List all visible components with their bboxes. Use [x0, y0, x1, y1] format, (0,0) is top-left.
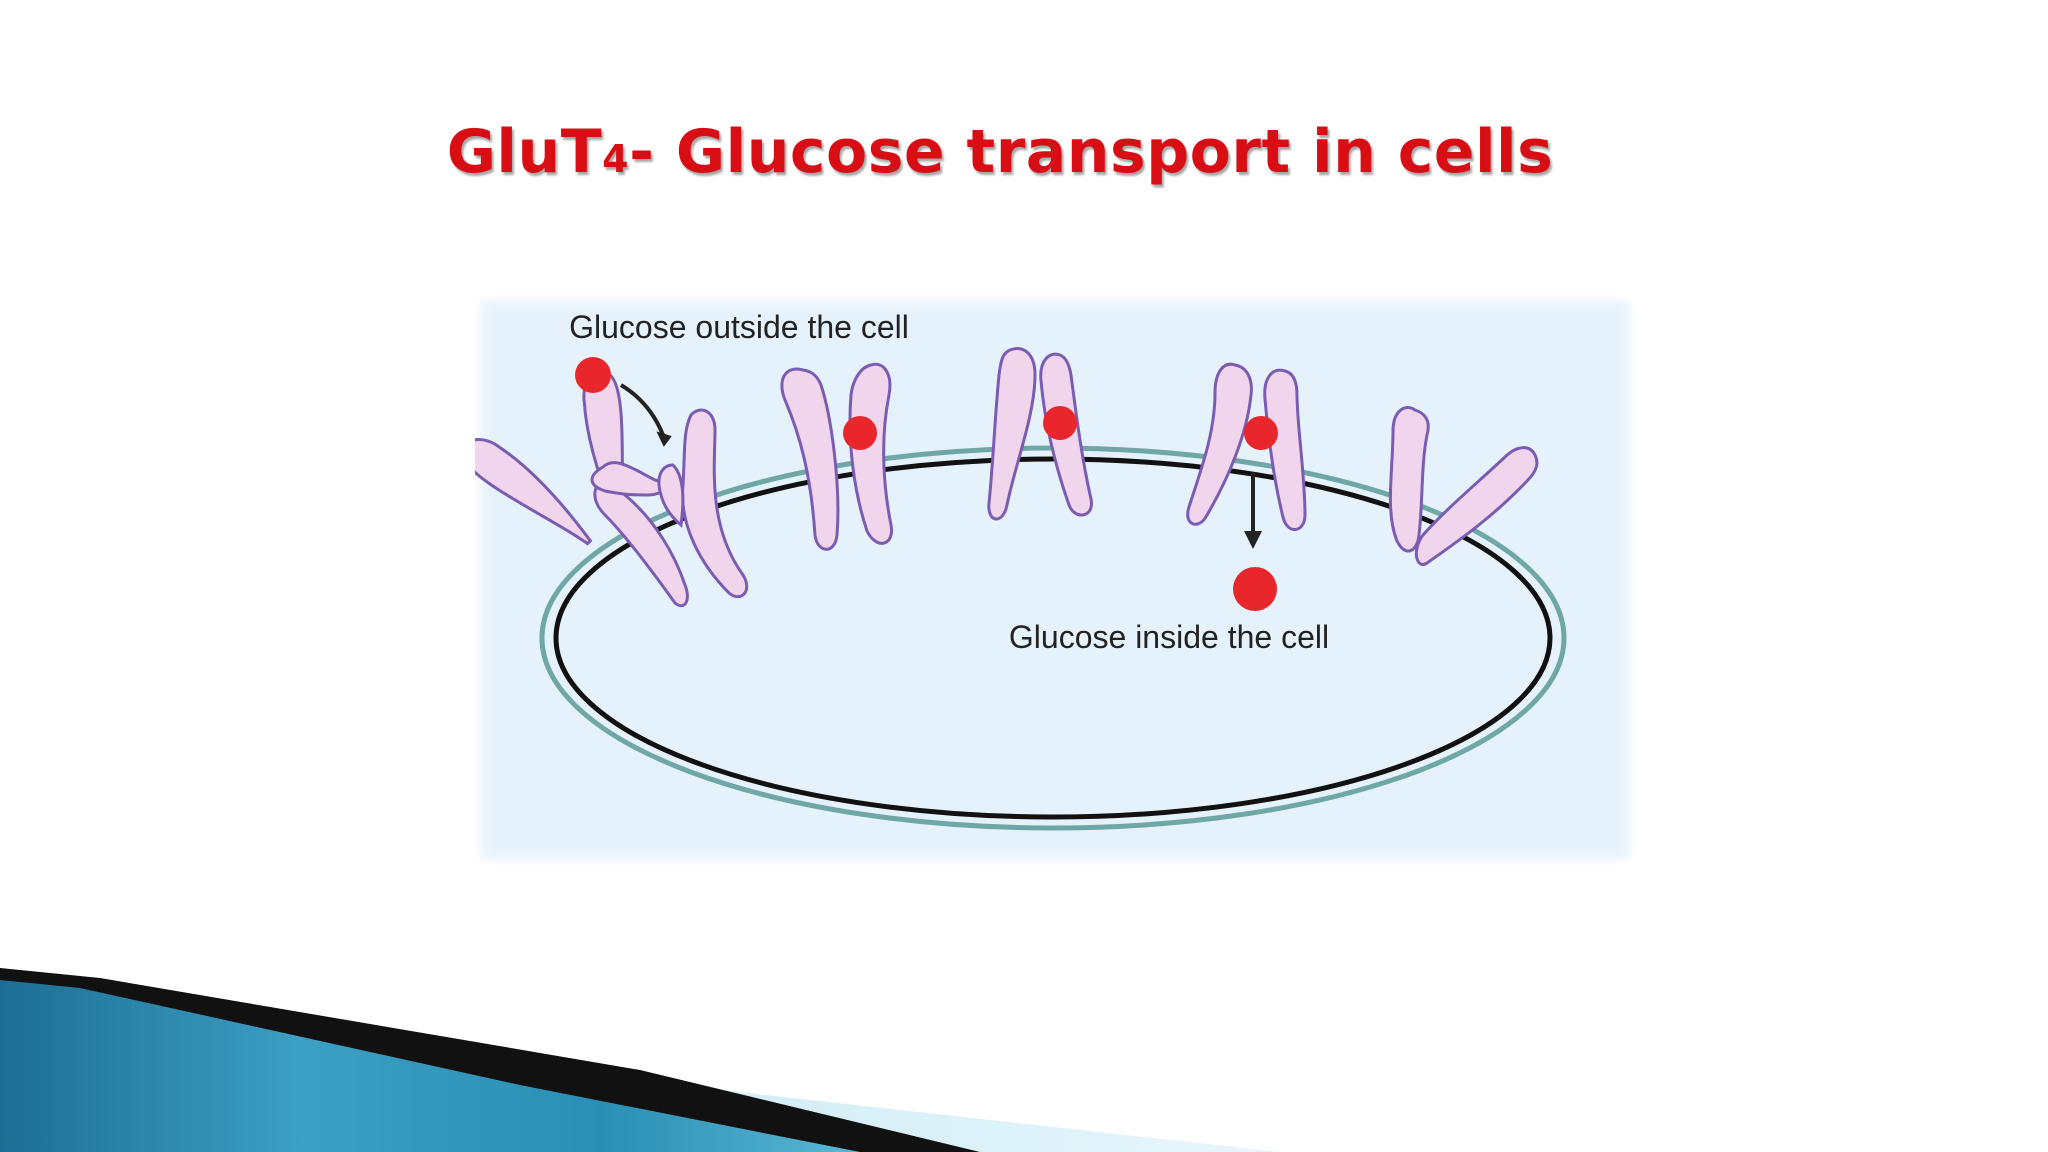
- corner-swoosh-decoration: [0, 0, 2048, 1152]
- slide: GluT4- Glucose transport in cells: [0, 0, 2048, 1152]
